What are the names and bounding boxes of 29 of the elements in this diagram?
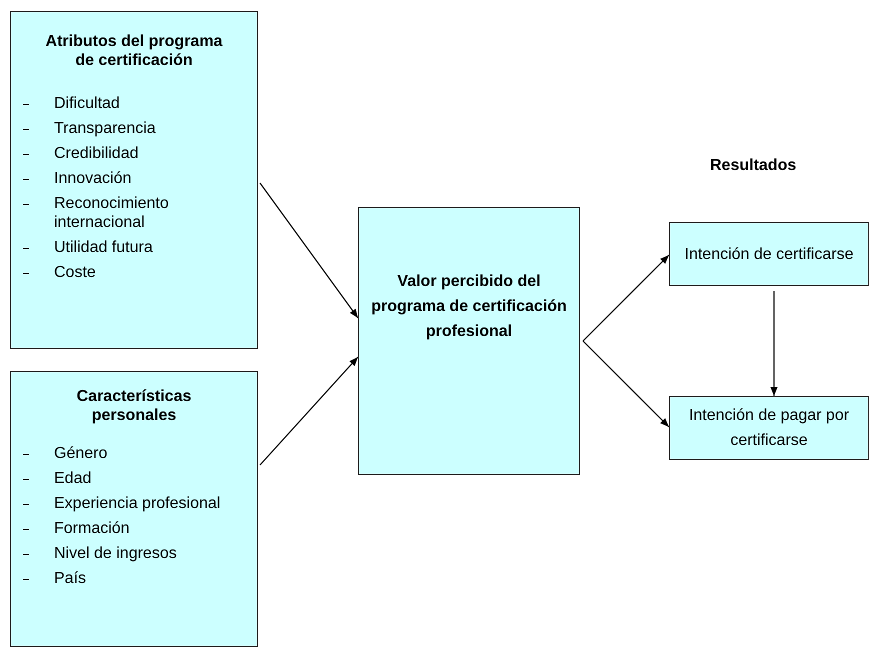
concept-box (669, 222, 869, 286)
arrow (582, 254, 670, 342)
concept-box (10, 11, 258, 349)
list-item: Utilidad futura (54, 238, 154, 257)
list-item: Experiencia profesional (54, 494, 222, 513)
list-item: País (54, 569, 88, 588)
box-text: Valor percibido del programa de certificación profesional (370, 272, 568, 342)
list-item: Innovación (54, 169, 132, 188)
box-text: Intención de pagar por certificarse (688, 406, 850, 451)
list-item: Credibilidad (54, 144, 140, 163)
arrow (770, 291, 778, 396)
concept-box (10, 371, 258, 647)
list-item: Reconocimiento internacional (54, 194, 170, 232)
list-item: Edad (54, 469, 92, 488)
box-heading: Atributos del programa de certificación (44, 32, 224, 70)
list-item: Coste (54, 263, 97, 282)
arrow (260, 182, 358, 318)
list-item: Nivel de ingresos (54, 544, 178, 563)
concept-box (669, 396, 869, 460)
list-item: Dificultad (54, 94, 121, 113)
section-heading: Resultados (710, 157, 796, 175)
list-item: Género (54, 444, 108, 463)
box-heading: Características personales (76, 387, 192, 425)
list-item: Formación (54, 519, 131, 538)
box-text: Intención de certificarse (684, 244, 854, 264)
concept-box (358, 207, 580, 475)
arrow (582, 340, 670, 428)
arrow (260, 356, 358, 466)
list-item: Transparencia (54, 119, 157, 138)
